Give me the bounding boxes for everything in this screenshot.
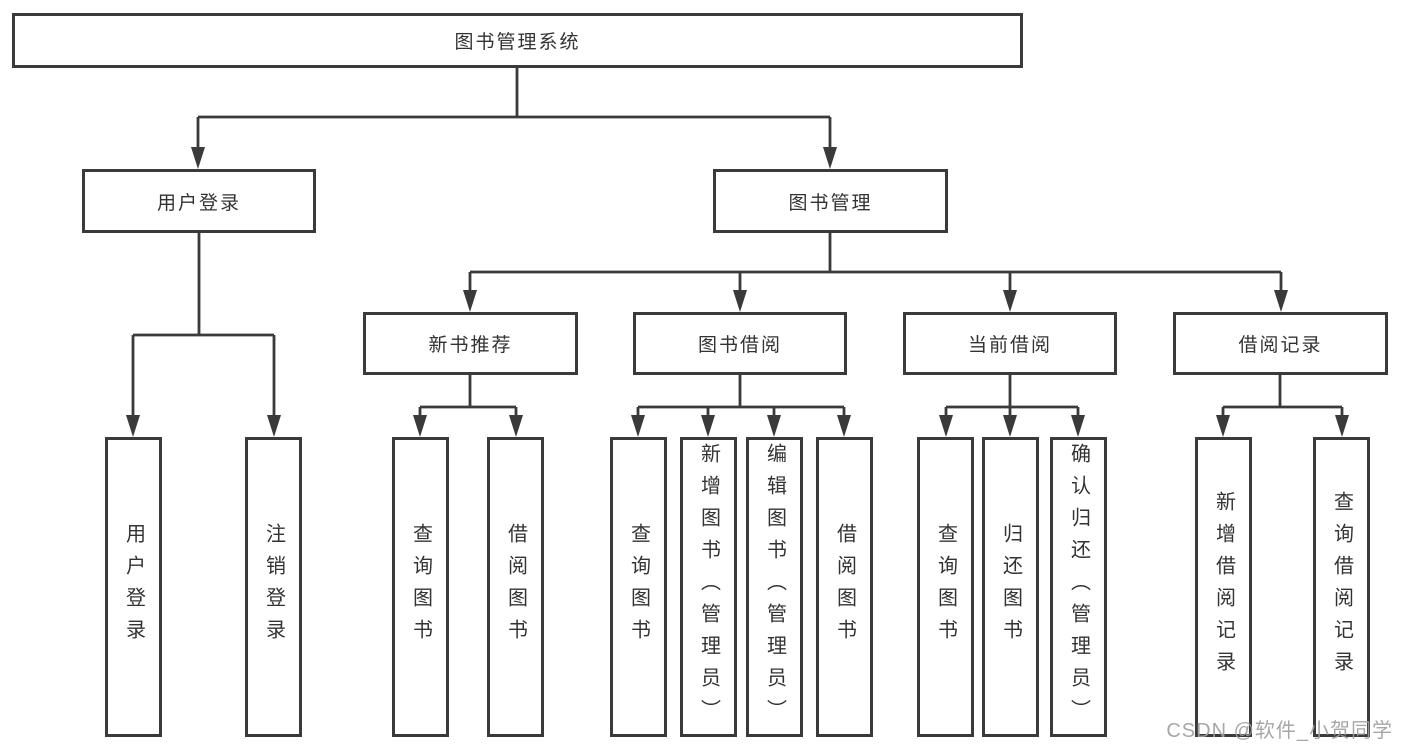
- leaf-logout-label: 注销登录: [262, 523, 285, 651]
- node-book-management: 图书管理: [713, 169, 948, 233]
- leaf-borrowing-query-books: 查询图书: [610, 437, 667, 737]
- leaf-borrowing-query-books-label: 查询图书: [627, 523, 650, 651]
- leaf-borrowing-add-books-admin-label: 新增图书（管理员）: [697, 443, 720, 731]
- leaf-current-return-books: 归还图书: [982, 437, 1039, 737]
- leaf-records-add-record-label: 新增借阅记录: [1212, 491, 1235, 683]
- leaf-records-query-record-label: 查询借阅记录: [1330, 491, 1353, 683]
- node-book-management-label: 图书管理: [788, 192, 873, 214]
- node-new-book-recommend-label: 新书推荐: [428, 335, 513, 356]
- node-borrowing-records-label: 借阅记录: [1238, 335, 1323, 356]
- leaf-borrowing-add-books-admin: 新增图书（管理员）: [680, 437, 737, 737]
- leaf-user-login: 用户登录: [105, 437, 162, 737]
- node-root: 图书管理系统: [12, 13, 1023, 68]
- leaf-records-add-record: 新增借阅记录: [1195, 437, 1252, 737]
- leaf-borrowing-borrow-books: 借阅图书: [816, 437, 873, 737]
- leaf-borrowing-borrow-books-label: 借阅图书: [833, 523, 856, 651]
- leaf-records-query-record: 查询借阅记录: [1313, 437, 1370, 737]
- leaf-recommend-borrow-books: 借阅图书: [487, 437, 544, 737]
- leaf-current-return-books-label: 归还图书: [999, 523, 1022, 651]
- node-root-label: 图书管理系统: [454, 32, 581, 53]
- node-current-borrowing-label: 当前借阅: [967, 335, 1052, 356]
- node-borrowing-records: 借阅记录: [1173, 312, 1388, 375]
- leaf-current-query-books: 查询图书: [917, 437, 974, 737]
- leaf-user-login-label: 用户登录: [122, 523, 145, 651]
- leaf-recommend-borrow-books-label: 借阅图书: [504, 523, 527, 651]
- csdn-watermark: CSDN @软件_小贺同学: [1166, 720, 1393, 742]
- arrowhead-icons: [126, 147, 1349, 437]
- leaf-borrowing-edit-books-admin: 编辑图书（管理员）: [746, 437, 803, 737]
- leaf-logout: 注销登录: [245, 437, 302, 737]
- node-user-login: 用户登录: [82, 169, 316, 233]
- node-user-login-label: 用户登录: [156, 192, 241, 214]
- node-new-book-recommend: 新书推荐: [363, 312, 578, 375]
- leaf-recommend-query-books-label: 查询图书: [409, 523, 432, 651]
- leaf-current-confirm-return-admin: 确认归还（管理员）: [1050, 437, 1107, 737]
- node-current-borrowing: 当前借阅: [903, 312, 1117, 375]
- leaf-current-confirm-return-admin-label: 确认归还（管理员）: [1067, 443, 1090, 731]
- leaf-recommend-query-books: 查询图书: [392, 437, 449, 737]
- leaf-borrowing-edit-books-admin-label: 编辑图书（管理员）: [763, 443, 786, 731]
- node-book-borrowing: 图书借阅: [633, 312, 847, 375]
- node-book-borrowing-label: 图书借阅: [697, 335, 782, 356]
- leaf-current-query-books-label: 查询图书: [934, 523, 957, 651]
